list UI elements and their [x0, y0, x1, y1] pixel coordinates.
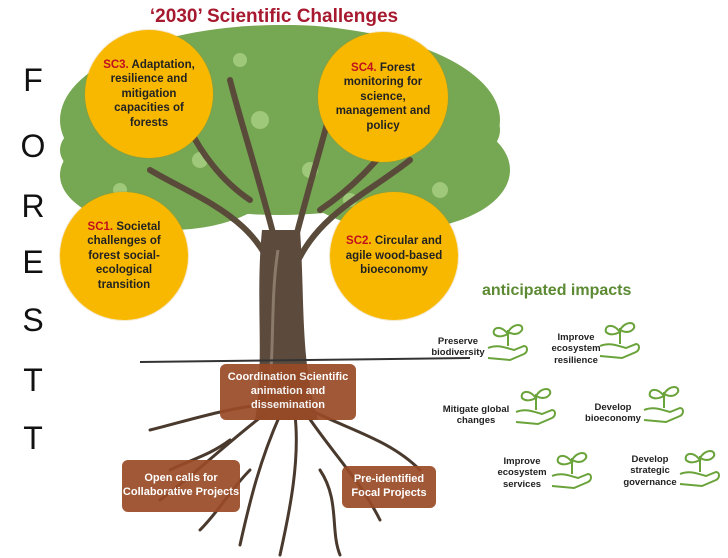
vertical-letter: O	[20, 128, 46, 164]
challenge-sc3: SC3. Adaptation, resilience and mitigati…	[85, 30, 213, 158]
challenge-text: Societal challenges of forest social-eco…	[87, 221, 161, 291]
impact-label: Develop bioeconomy	[585, 402, 641, 425]
challenge-code: SC3.	[103, 59, 129, 72]
plant-hand-icon	[487, 324, 528, 362]
challenge-sc2: SC2. Circular and agile wood-based bioec…	[330, 192, 458, 320]
challenge-text: Forest monitoring for science, managemen…	[335, 62, 431, 132]
plant-hand-icon	[679, 450, 720, 488]
open-calls-box: Open calls for Collaborative Projects	[122, 460, 240, 512]
plant-hand-icon	[551, 452, 592, 490]
coordination-box: Coordination Scientific animation and di…	[220, 364, 356, 420]
impact-label: Develop strategic governance	[623, 454, 677, 488]
vertical-letter: S	[22, 302, 44, 338]
page-title: ‘2030’ Scientific Challenges	[149, 6, 399, 27]
challenge-text: Adaptation, resilience and mitigation ca…	[110, 59, 195, 129]
challenge-code: SC1.	[87, 221, 114, 234]
challenge-sc1: SC1. Societal challenges of forest socia…	[60, 192, 188, 320]
challenge-sc4: SC4. Forest monitoring for science, mana…	[318, 32, 448, 162]
plant-hand-icon	[599, 322, 640, 360]
vertical-letter: T	[23, 420, 43, 456]
vertical-letter: E	[22, 244, 44, 280]
vertical-letter: R	[21, 188, 45, 224]
challenge-code: SC2.	[346, 235, 372, 248]
impacts-title: anticipated impacts	[482, 282, 632, 299]
vertical-letter: T	[23, 362, 43, 398]
challenge-code: SC4.	[351, 62, 377, 75]
challenge-text: Circular and agile wood-based bioeconomy	[345, 235, 443, 277]
impact-label: Preserve biodiversity	[431, 336, 485, 359]
ground-line	[139, 357, 471, 363]
impact-label: Improve ecosystem services	[497, 456, 547, 490]
plant-hand-icon	[515, 388, 556, 426]
focal-projects-box: Pre-identified Focal Projects	[342, 466, 436, 508]
impact-label: Improve ecosystem resilience	[551, 332, 601, 366]
vertical-letter: F	[23, 62, 43, 98]
impact-label: Mitigate global changes	[442, 404, 510, 427]
plant-hand-icon	[643, 386, 684, 424]
